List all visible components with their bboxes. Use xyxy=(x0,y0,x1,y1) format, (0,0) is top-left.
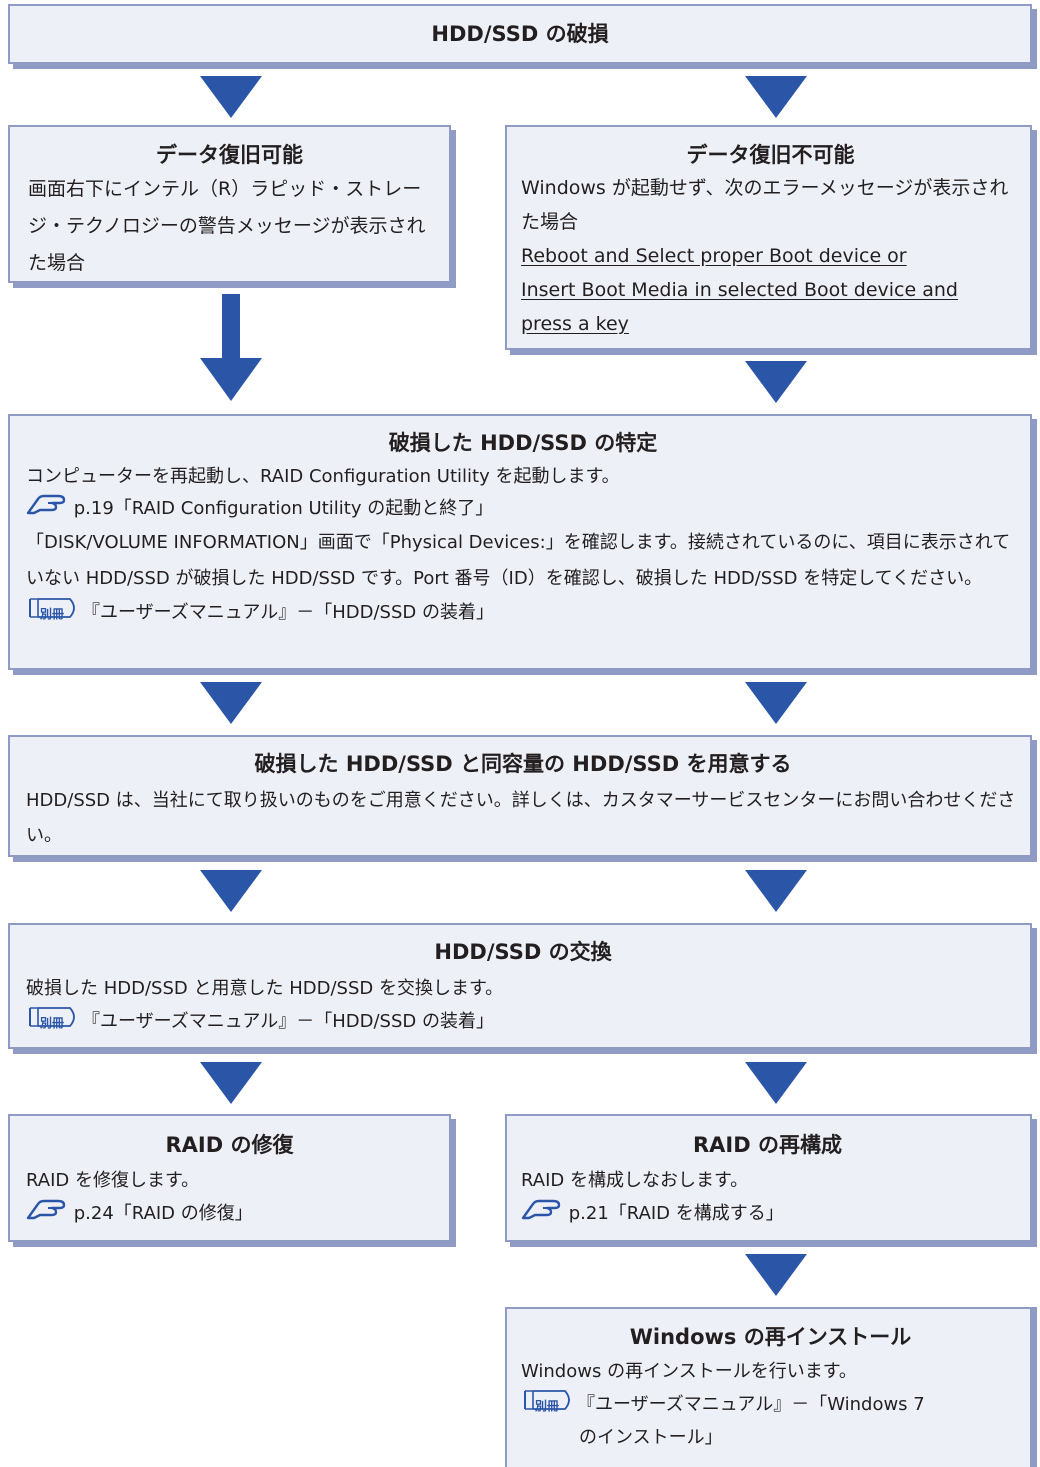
box-text: 画面右下にインテル（R）ラピッド・ストレージ・テクノロジーの警告メッセージが表示… xyxy=(28,178,426,274)
box-text: RAID を修復します。 xyxy=(26,1170,200,1191)
box-hdd-ssd-damage: HDD/SSD の破損 xyxy=(8,4,1032,64)
manual-reference[interactable]: 別冊 『ユーザーズマニュアル』－「Windows 7 xyxy=(521,1389,1020,1422)
box-title: RAID の修復 xyxy=(165,1133,294,1157)
separate-volume-icon xyxy=(26,1006,80,1038)
arrow-down xyxy=(200,1062,262,1104)
box-title: Windows の再インストール xyxy=(629,1325,912,1349)
arrow-down xyxy=(745,1254,807,1296)
box-text: コンピューターを再起動し、RAID Configuration Utility … xyxy=(26,466,620,487)
arrow-down xyxy=(200,870,262,912)
box-raid-repair: RAID の修復 RAID を修復します。 p.24「RAID の修復」 xyxy=(8,1114,451,1242)
box-title: HDD/SSD の破損 xyxy=(431,22,609,46)
box-text: Windows が起動せず、次のエラーメッセージが表示された場合 xyxy=(521,177,1009,233)
manual-reference-text: 『ユーザーズマニュアル』－「HDD/SSD の装着」 xyxy=(82,602,494,623)
separate-volume-badge: 別冊 xyxy=(535,1399,560,1413)
arrow-down xyxy=(745,870,807,912)
pointing-hand-icon xyxy=(26,1198,68,1230)
page-reference[interactable]: p.19「RAID Configuration Utility の起動と終了」 xyxy=(26,493,1020,525)
box-title: データ復旧可能 xyxy=(156,143,303,167)
page-reference[interactable]: p.24「RAID の修復」 xyxy=(26,1198,433,1230)
box-prepare-replacement: 破損した HDD/SSD と同容量の HDD/SSD を用意する HDD/SSD… xyxy=(8,735,1032,857)
box-text: Windows の再インストールを行います。 xyxy=(521,1361,857,1382)
error-message-line: Reboot and Select proper Boot device or xyxy=(521,245,907,267)
page-reference-text: p.19「RAID Configuration Utility の起動と終了」 xyxy=(73,498,494,519)
page-reference-text: p.24「RAID の修復」 xyxy=(73,1203,253,1224)
separate-volume-badge: 別冊 xyxy=(40,607,65,621)
arrow-down xyxy=(745,1062,807,1104)
box-data-recoverable: データ復旧可能 画面右下にインテル（R）ラピッド・ストレージ・テクノロジーの警告… xyxy=(8,125,451,283)
pointing-hand-icon xyxy=(26,493,68,525)
arrow-down xyxy=(745,361,807,403)
box-data-unrecoverable: データ復旧不可能 Windows が起動せず、次のエラーメッセージが表示された場… xyxy=(505,125,1032,350)
manual-reference[interactable]: 別冊 『ユーザーズマニュアル』－「HDD/SSD の装着」 xyxy=(26,1006,1020,1039)
manual-reference-text: 『ユーザーズマニュアル』－「HDD/SSD の装着」 xyxy=(82,1011,494,1032)
manual-reference-text: 『ユーザーズマニュアル』－「Windows 7 xyxy=(577,1394,925,1415)
page-reference-text: p.21「RAID を構成する」 xyxy=(568,1203,784,1224)
manual-reference[interactable]: 別冊 『ユーザーズマニュアル』－「HDD/SSD の装着」 xyxy=(26,597,1020,630)
arrow-down xyxy=(200,76,262,118)
error-message-line: press a key xyxy=(521,313,629,335)
box-text: 破損した HDD/SSD と用意した HDD/SSD を交換します。 xyxy=(26,978,504,999)
box-replace-drive: HDD/SSD の交換 破損した HDD/SSD と用意した HDD/SSD を… xyxy=(8,923,1032,1049)
box-title: 破損した HDD/SSD の特定 xyxy=(388,431,658,455)
box-title: データ復旧不可能 xyxy=(686,143,855,167)
box-text: 「DISK/VOLUME INFORMATION」画面で「Physical De… xyxy=(26,532,1011,589)
arrow-down xyxy=(745,76,807,118)
arrow-down xyxy=(745,682,807,724)
box-identify-damaged-drive: 破損した HDD/SSD の特定 コンピューターを再起動し、RAID Confi… xyxy=(8,414,1032,670)
separate-volume-icon xyxy=(521,1389,575,1421)
separate-volume-badge: 別冊 xyxy=(40,1016,65,1030)
error-message-line: Insert Boot Media in selected Boot devic… xyxy=(521,279,958,301)
box-title: RAID の再構成 xyxy=(693,1133,842,1157)
arrow-down-long xyxy=(200,294,262,401)
separate-volume-icon xyxy=(26,597,80,629)
manual-reference-continued: のインストール」 xyxy=(579,1427,723,1448)
box-text: RAID を構成しなおします。 xyxy=(521,1170,749,1191)
arrow-down xyxy=(200,682,262,724)
error-message: Reboot and Select proper Boot device or … xyxy=(521,239,1020,341)
box-title: HDD/SSD の交換 xyxy=(434,940,612,964)
box-raid-rebuild: RAID の再構成 RAID を構成しなおします。 p.21「RAID を構成す… xyxy=(505,1114,1032,1242)
box-text: HDD/SSD は、当社にて取り扱いのものをご用意ください。詳しくは、カスタマー… xyxy=(26,790,1016,846)
box-windows-reinstall: Windows の再インストール Windows の再インストールを行います。 … xyxy=(505,1307,1032,1467)
pointing-hand-icon xyxy=(521,1198,563,1230)
box-title: 破損した HDD/SSD と同容量の HDD/SSD を用意する xyxy=(254,752,792,776)
page-reference[interactable]: p.21「RAID を構成する」 xyxy=(521,1198,1014,1230)
